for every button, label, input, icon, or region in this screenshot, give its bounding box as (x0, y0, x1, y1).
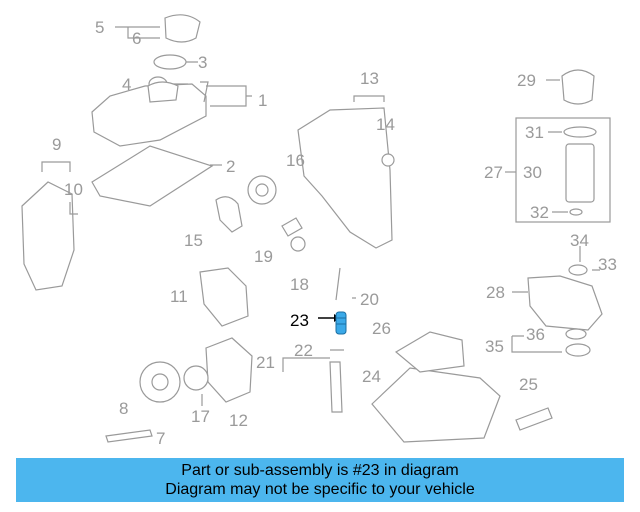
part-label-1: 1 (258, 91, 267, 110)
part-label-8: 8 (119, 399, 128, 418)
part-label-11: 11 (170, 287, 188, 306)
part-label-32: 32 (530, 203, 549, 222)
part-label-35: 35 (485, 337, 504, 356)
part-label-25: 25 (519, 375, 538, 394)
part-label-16: 16 (286, 151, 305, 170)
part-label-2: 2 (226, 157, 235, 176)
part-label-27: 27 (484, 163, 503, 182)
part-label-21: 21 (256, 353, 275, 372)
part-label-7: 7 (156, 429, 165, 448)
part-label-33: 33 (598, 255, 617, 274)
part-label-9: 9 (52, 135, 61, 154)
part-label-31: 31 (525, 123, 544, 142)
part-23-highlight[interactable] (318, 311, 347, 335)
part-label-36: 36 (526, 325, 545, 344)
part-label-20: 20 (360, 290, 379, 309)
part-label-17: 17 (191, 407, 210, 426)
part-label-15: 15 (184, 231, 203, 250)
part-label-30: 30 (523, 163, 542, 182)
banner-line-1: Part or sub-assembly is #23 in diagram (181, 462, 459, 479)
part-label-3: 3 (198, 53, 207, 72)
part-label-19: 19 (254, 247, 273, 266)
part-label-13: 13 (360, 69, 379, 88)
part-label-22: 22 (294, 341, 313, 360)
info-banner: Part or sub-assembly is #23 in diagram D… (16, 458, 624, 502)
part-label-26: 26 (372, 319, 391, 338)
part-label-34: 34 (570, 231, 589, 250)
part-label-18: 18 (290, 275, 309, 294)
part-label-14: 14 (376, 115, 395, 134)
part-label-6: 6 (132, 29, 141, 48)
part-outlines (21, 14, 611, 443)
part-label-24: 24 (362, 367, 381, 386)
part-label-4: 4 (122, 75, 131, 94)
part-label-28: 28 (486, 283, 505, 302)
part-label-29: 29 (517, 71, 536, 90)
part-label-5: 5 (95, 18, 104, 37)
part-label-12: 12 (229, 411, 248, 430)
banner-line-2: Diagram may not be specific to your vehi… (165, 481, 475, 498)
part-label-23[interactable]: 23 (290, 311, 309, 330)
part-label-10: 10 (64, 180, 83, 199)
